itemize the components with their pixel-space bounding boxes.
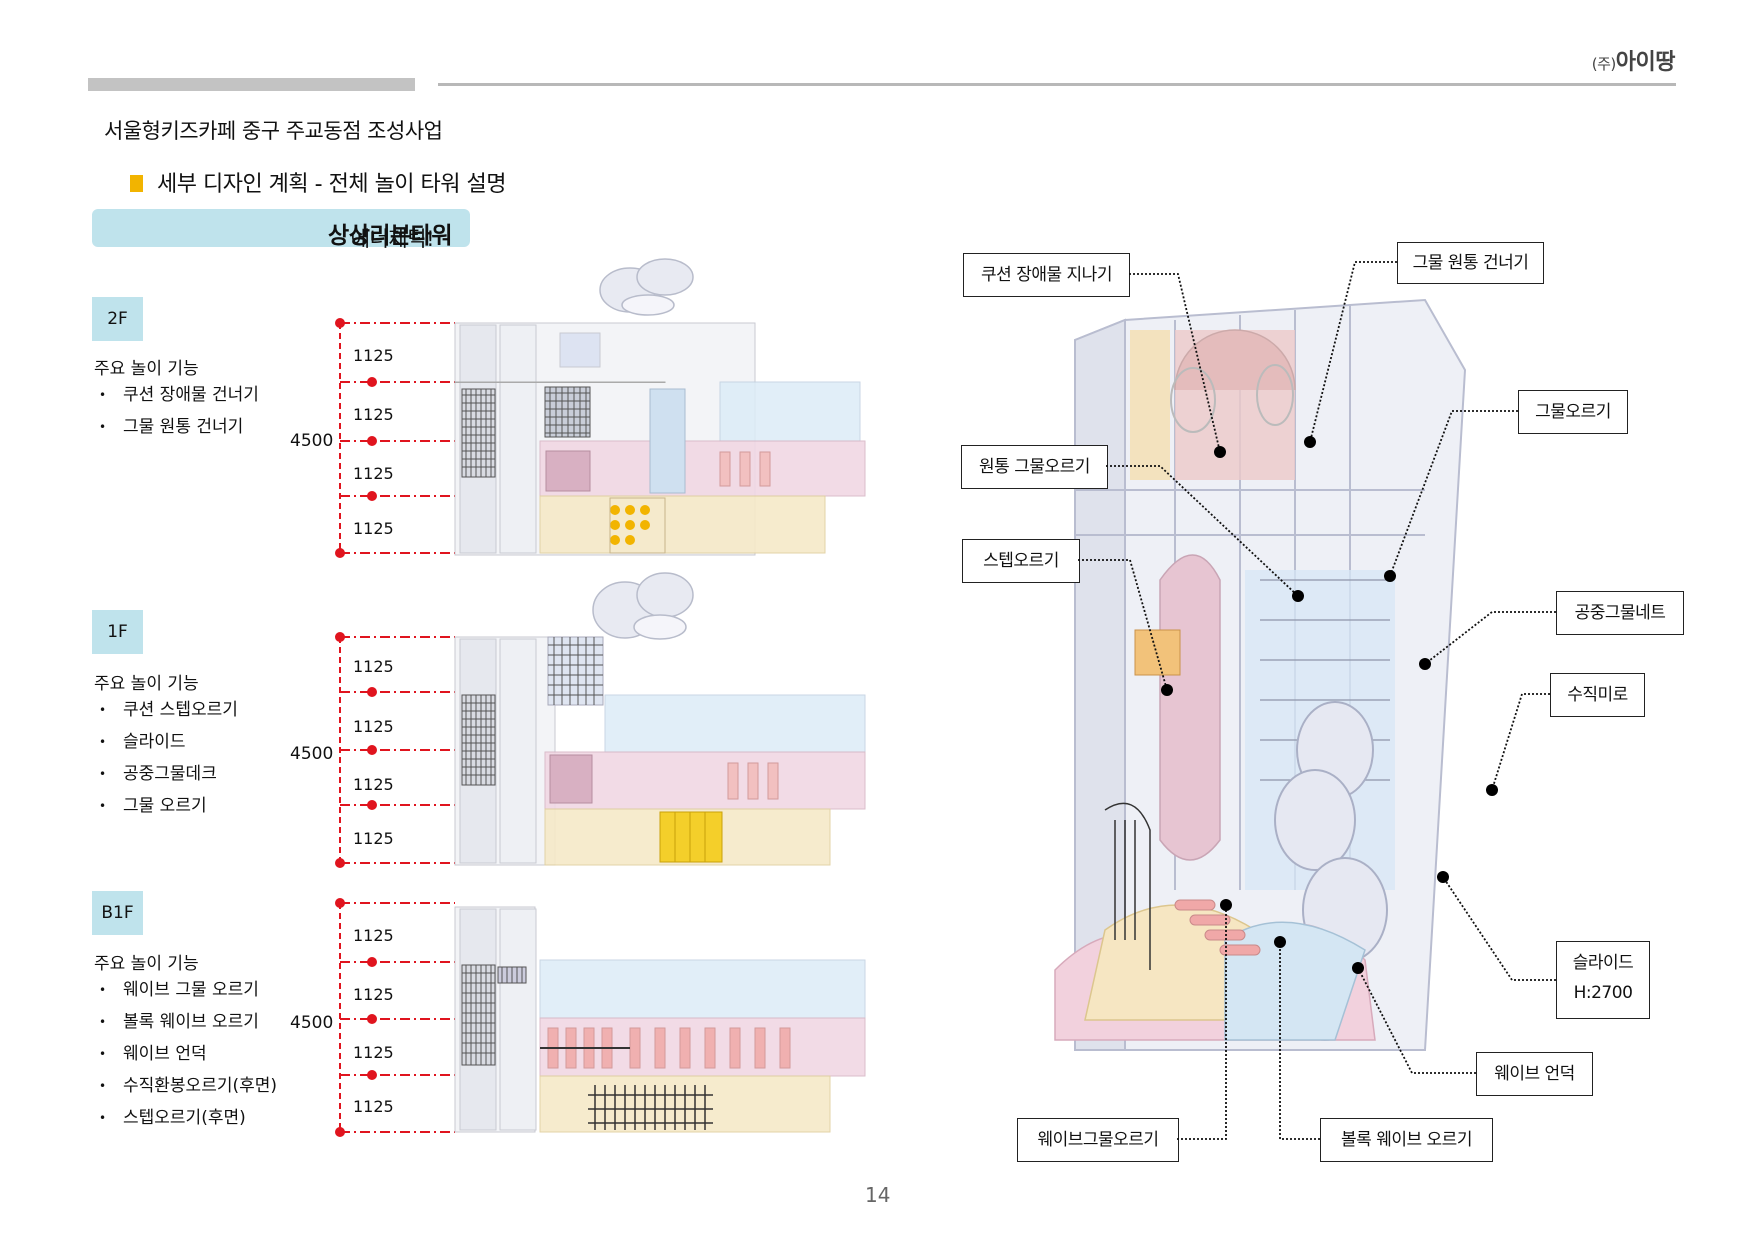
tower-name-badge: 에너제틱! 상상리본타워 [92, 209, 470, 251]
callout-aerial-net: 공중그물네트 [1556, 591, 1684, 635]
segment-height: 1125 [353, 519, 394, 538]
elevation-drawing-1f [335, 572, 866, 868]
company-logo: (주)아이땅 [1591, 44, 1676, 76]
floor-label-2f: 2F [92, 297, 143, 341]
function-item: 수직환봉오르기(후면) [94, 1070, 277, 1102]
segment-height: 1125 [353, 1097, 394, 1116]
callout-wave-hill: 웨이브 언덕 [1476, 1052, 1593, 1096]
elevation-drawing-2f [335, 258, 866, 558]
function-item: 웨이브 언덕 [94, 1038, 277, 1070]
callout-slide-height: H:2700 [1573, 983, 1633, 1003]
tube-slide-top [592, 572, 694, 640]
company-name: 아이땅 [1615, 50, 1676, 75]
functions-list-1f: 쿠션 스텝오르기 슬라이드 공중그물데크 그물 오르기 [94, 694, 238, 822]
section-bullet [130, 175, 143, 192]
function-item: 그물 원통 건너기 [94, 411, 259, 443]
tube-slide-top [599, 258, 694, 316]
header-accent-bar [88, 78, 415, 91]
functions-title-2f: 주요 놀이 기능 [94, 359, 199, 379]
section-heading: 세부 디자인 계획 - 전체 놀이 타워 설명 [130, 166, 507, 198]
floor-label-b1f: B1F [92, 891, 143, 935]
segment-height: 1125 [353, 775, 394, 794]
callout-net-cylinder-cross: 그물 원통 건너기 [1397, 242, 1544, 284]
callout-slide-label: 슬라이드 [1572, 953, 1634, 973]
tower-prefix: 에너제틱! [350, 227, 435, 251]
total-height-b1f: 4500 [290, 1013, 334, 1033]
floor-label-1f: 1F [92, 610, 143, 654]
functions-title-1f: 주요 놀이 기능 [94, 674, 199, 694]
page-number: 14 [865, 1183, 891, 1207]
segment-height: 1125 [353, 829, 394, 848]
company-prefix: (주) [1591, 55, 1617, 73]
segment-height: 1125 [353, 1043, 394, 1062]
total-height-2f: 4500 [290, 431, 334, 451]
elevation-drawing-b1f [335, 898, 866, 1137]
callout-wave-net-climb: 웨이브그물오르기 [1017, 1118, 1179, 1162]
segment-height: 1125 [353, 926, 394, 945]
callout-step-climb: 스텝오르기 [962, 539, 1080, 583]
function-item: 볼록 웨이브 오르기 [94, 1006, 277, 1038]
callout-convex-wave-climb: 볼록 웨이브 오르기 [1320, 1118, 1493, 1162]
tower-3d-illustration [1054, 298, 1467, 1051]
header-rule [438, 83, 1676, 86]
functions-list-b1f: 웨이브 그물 오르기 볼록 웨이브 오르기 웨이브 언덕 수직환봉오르기(후면)… [94, 974, 277, 1134]
segment-height: 1125 [353, 717, 394, 736]
callout-cushion-obstacle: 쿠션 장애물 지나기 [963, 253, 1130, 297]
total-height-1f: 4500 [290, 744, 334, 764]
dimension-line-1f [335, 632, 455, 868]
function-item: 쿠션 장애물 건너기 [94, 379, 259, 411]
function-item: 쿠션 스텝오르기 [94, 694, 238, 726]
net-panel [461, 386, 591, 478]
function-item: 공중그물데크 [94, 758, 238, 790]
dimension-line-2f [335, 318, 455, 558]
functions-title-b1f: 주요 놀이 기능 [94, 954, 199, 974]
callout-net-climb: 그물오르기 [1518, 390, 1628, 434]
segment-height: 1125 [353, 346, 394, 365]
function-item: 슬라이드 [94, 726, 238, 758]
page-title: 서울형키즈카페 중구 주교동점 조성사업 [104, 119, 443, 143]
segment-height: 1125 [353, 464, 394, 483]
dimension-line-b1f [335, 898, 455, 1137]
function-item: 그물 오르기 [94, 790, 238, 822]
section-title: 세부 디자인 계획 - 전체 놀이 타워 설명 [157, 172, 507, 197]
function-item: 스텝오르기(후면) [94, 1102, 277, 1134]
functions-list-2f: 쿠션 장애물 건너기 그물 원통 건너기 [94, 379, 259, 443]
segment-height: 1125 [353, 657, 394, 676]
tower-name: 상상리본타워 [328, 223, 452, 249]
callout-slide: 슬라이드 H:2700 [1556, 941, 1650, 1019]
segment-height: 1125 [353, 405, 394, 424]
segment-height: 1125 [353, 985, 394, 1004]
function-item: 웨이브 그물 오르기 [94, 974, 277, 1006]
callout-cylinder-net-climb: 원통 그물오르기 [961, 445, 1108, 489]
callout-vertical-maze: 수직미로 [1550, 673, 1645, 717]
